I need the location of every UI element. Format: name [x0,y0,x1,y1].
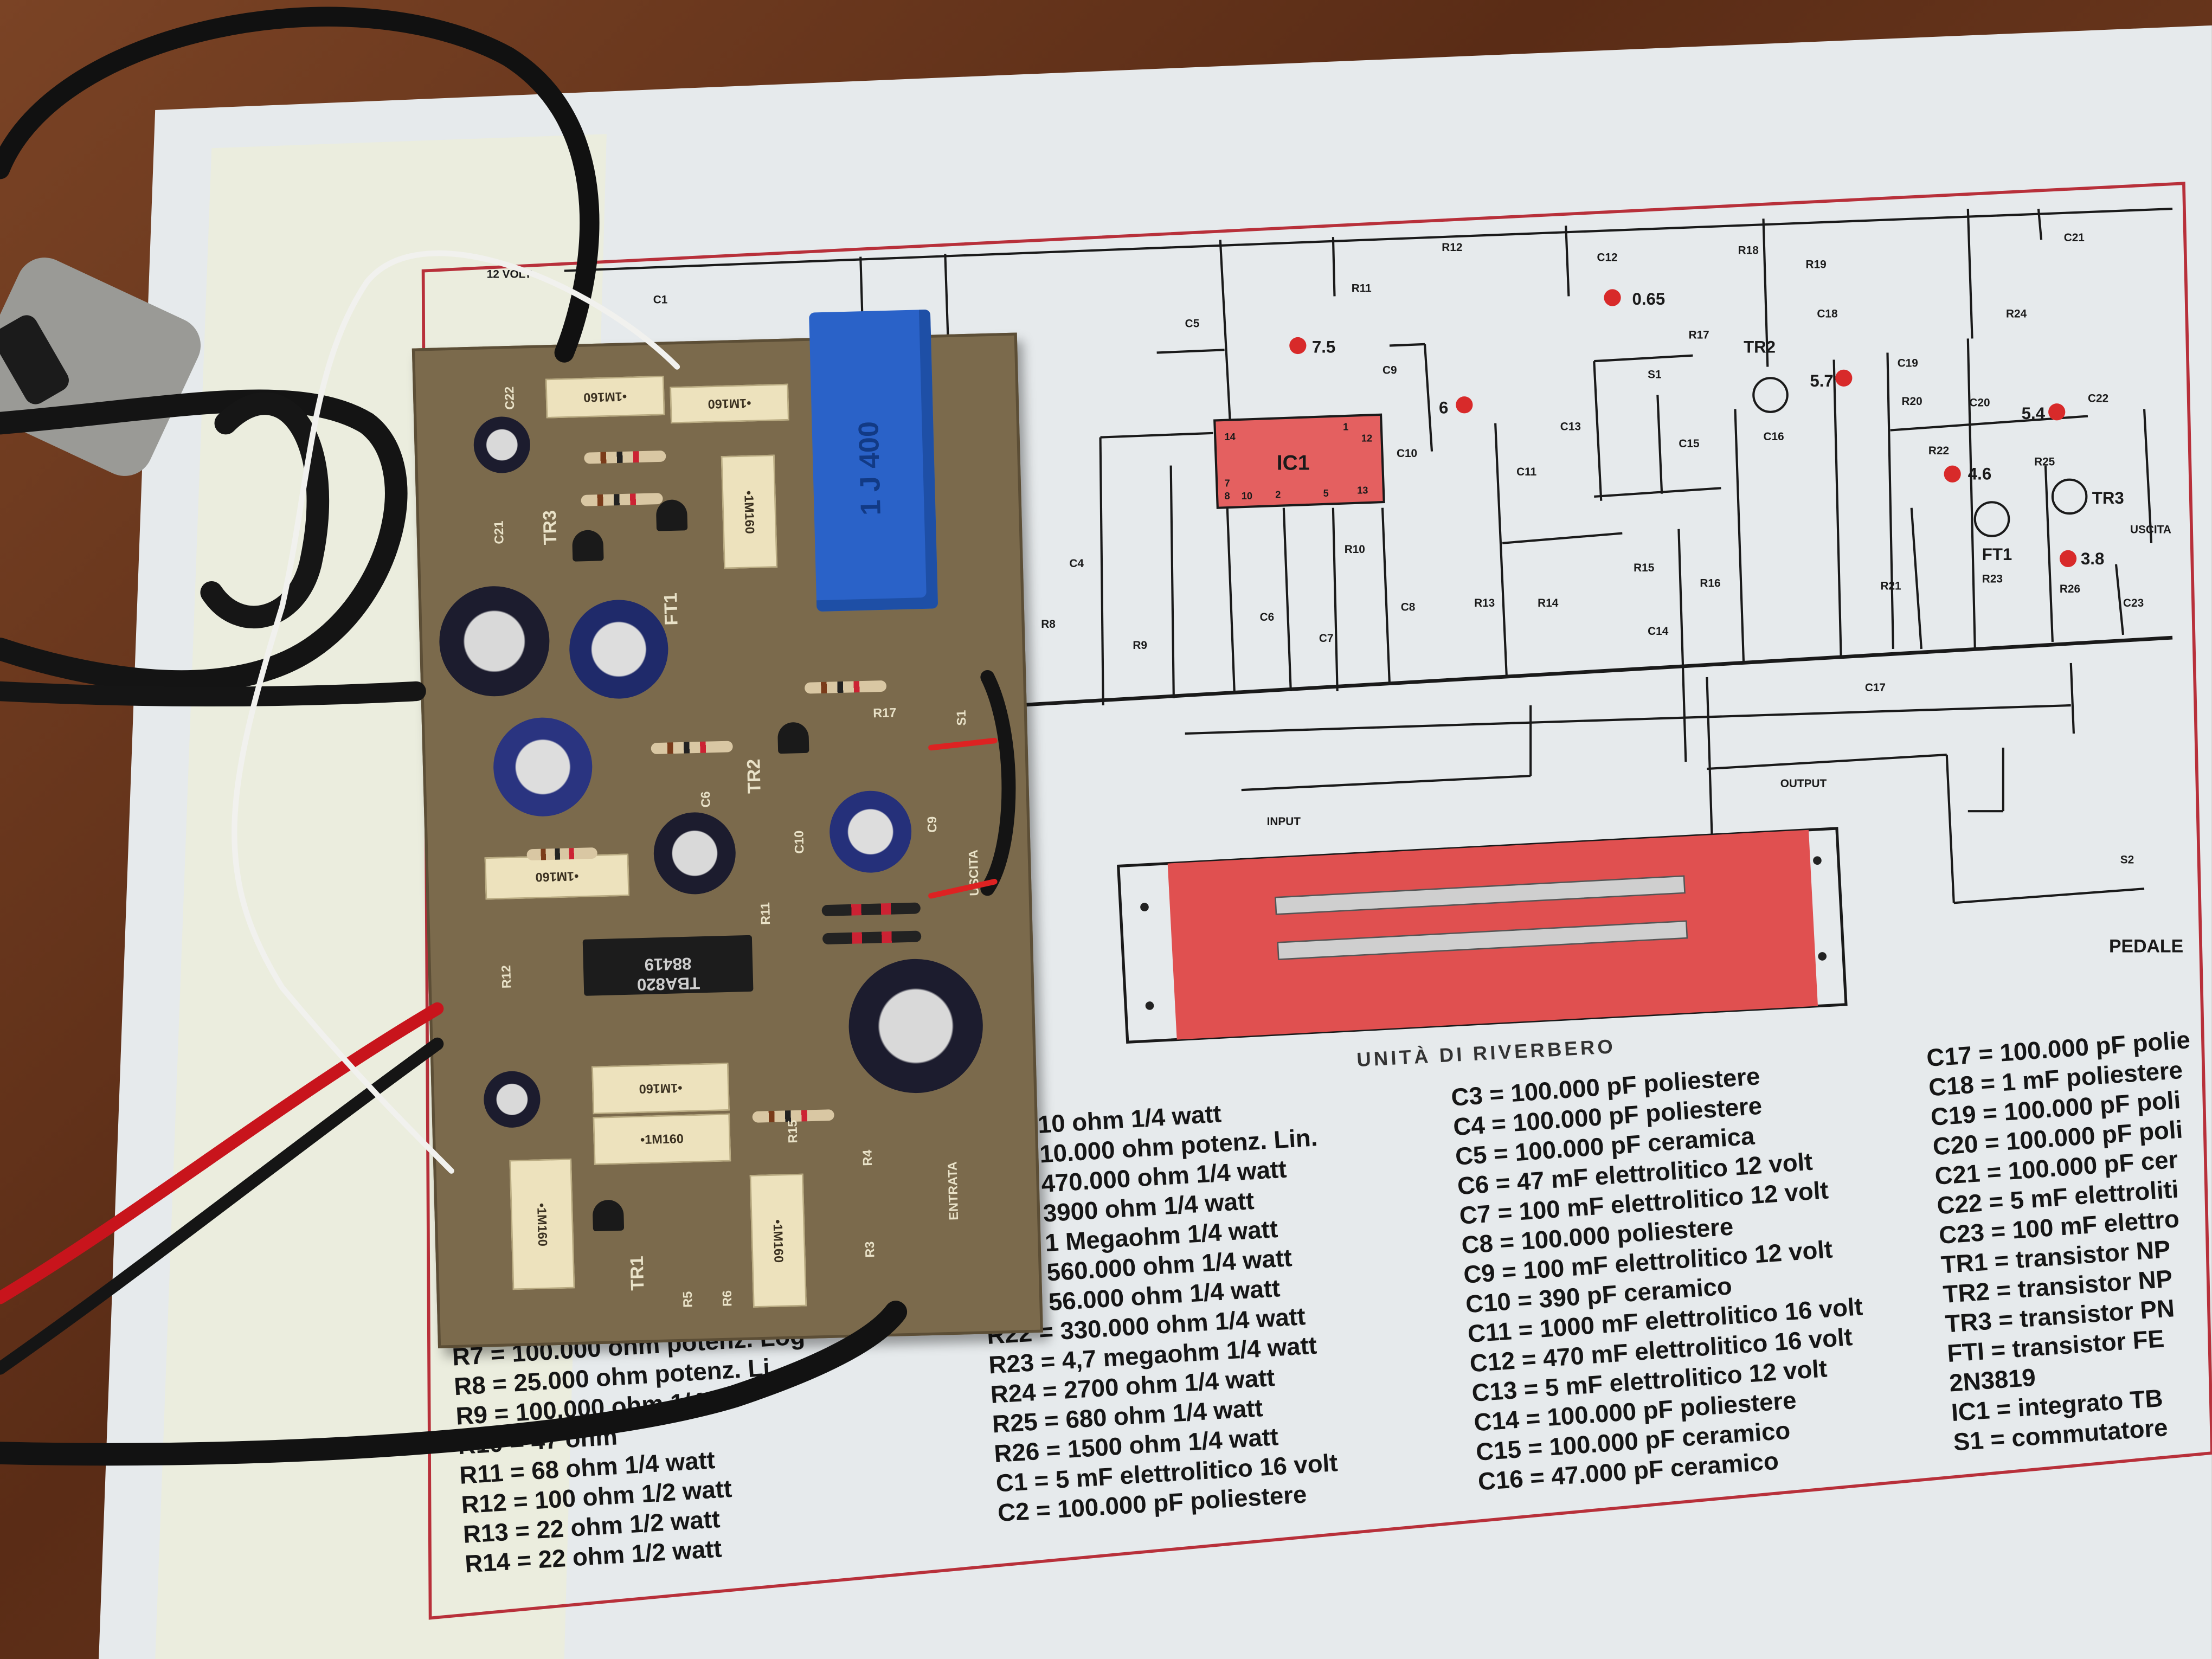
ic-pin: 10 [1242,491,1252,501]
label-r22: R22 [1928,445,1949,457]
label-r24: R24 [2006,307,2027,320]
black-cable [0,681,426,706]
label-c4: C4 [1069,557,1084,570]
voltage-dot [1835,369,1853,387]
voltage-value: 5.7 [1810,371,1833,390]
label-r12: R12 [1442,241,1462,254]
voltage-dot [1944,465,1961,483]
label-c13: C13 [1560,421,1581,433]
label-r23: R23 [1982,573,2003,586]
voltage-value: 6 [1439,398,1448,417]
label-c16: C16 [1764,430,1784,443]
ic-pin: 8 [1225,491,1230,501]
black-wire [980,670,1016,896]
label-tr2: TR2 [1744,338,1776,357]
label-r11: R11 [1352,282,1372,295]
black-cable [0,389,408,693]
label-s2: S2 [2120,853,2134,866]
label-r18: R18 [1738,244,1759,256]
red-wire [928,737,998,751]
label-r19: R19 [1806,258,1827,271]
label-r16: R16 [1700,577,1720,589]
voltage-value: 3.8 [2081,549,2104,568]
ic-pin: 14 [1225,432,1236,442]
label-r26: R26 [2060,583,2080,595]
label-c19: C19 [1898,357,1918,370]
label-r15: R15 [1634,562,1654,574]
label-output: OUTPUT [1780,777,1827,790]
label-r10: R10 [1345,543,1365,556]
label-s1: S1 [1648,368,1661,381]
white-wire [232,250,680,1174]
label-c23: C23 [2123,597,2144,609]
voltage-dot [1456,396,1473,414]
ic-pin: 5 [1323,488,1329,499]
label-c11: C11 [1516,466,1536,478]
ic1-block [1213,413,1385,509]
red-wire [928,879,998,899]
label-c14: C14 [1648,625,1669,638]
label-c17: C17 [1865,681,1886,694]
label-c1: C1 [653,293,668,306]
label-input: INPUT [1267,815,1301,828]
reverb-spring [1277,920,1688,960]
ic-pin: 2 [1275,490,1281,500]
label-r20: R20 [1901,395,1922,408]
label-r14: R14 [1538,597,1559,609]
ic-pin: 1 [1343,422,1348,433]
black-cable [200,392,329,629]
voltage-dot [1289,337,1307,355]
voltage-value: 7.5 [1312,338,1335,357]
voltage-dot [2059,550,2077,568]
label-r21: R21 [1880,580,1901,593]
label-uscita: USCITA [2130,524,2171,536]
voltage-dot [2048,403,2066,421]
ic-pin: 12 [1361,433,1372,443]
label-tr3: TR3 [2092,488,2124,507]
label-c21: C21 [2064,232,2085,244]
label-c18: C18 [1817,307,1837,320]
label-r17: R17 [1689,329,1709,341]
black-cable [0,7,600,363]
label-r8: R8 [1041,618,1056,631]
label-c12: C12 [1597,251,1617,263]
voltage-value: 5.4 [2022,404,2046,423]
label-ft1: FT1 [1982,545,2012,564]
reverb-spring [1274,875,1686,915]
ic-pin: 13 [1357,485,1368,496]
label-r25: R25 [2034,456,2055,468]
label-c22: C22 [2088,393,2108,405]
label-c7: C7 [1319,632,1334,645]
black-wire [0,1037,444,1375]
label-ic1: IC1 [1277,451,1310,474]
voltage-value: 4.6 [1968,465,1991,484]
label-r13: R13 [1474,597,1495,609]
label-c20: C20 [1969,396,1990,409]
label-c15: C15 [1679,438,1699,450]
label-r9: R9 [1133,639,1147,652]
voltage-dot [1604,289,1621,306]
label-pedale: PEDALE [2109,936,2183,956]
label-c5: C5 [1185,318,1200,330]
label-c10: C10 [1397,447,1417,460]
red-wire [0,1002,444,1304]
black-cable [0,1301,908,1466]
label-c6: C6 [1260,611,1275,623]
voltage-value: 0.65 [1632,290,1666,308]
label-c9: C9 [1382,364,1397,377]
label-c8: C8 [1401,601,1416,614]
ic-pin: 7 [1225,478,1230,489]
